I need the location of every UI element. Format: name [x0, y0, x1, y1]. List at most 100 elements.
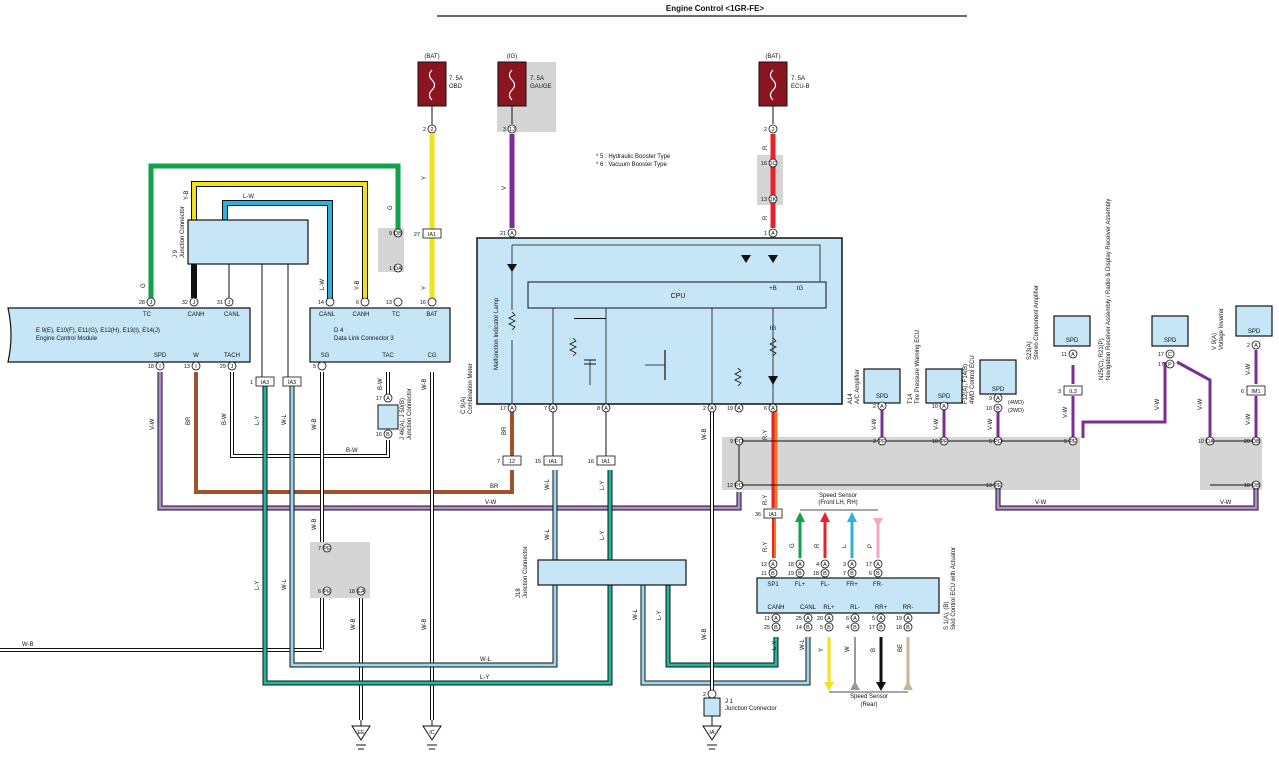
- pin-letter: A: [853, 616, 857, 622]
- pin-number: 1: [764, 231, 767, 237]
- svg-text:A14: A14: [848, 393, 854, 404]
- pin-letter: A: [996, 396, 1000, 402]
- svg-text:(BAT): (BAT): [765, 54, 780, 60]
- pin-number: 20: [817, 616, 823, 622]
- pin-marker: [877, 436, 887, 446]
- pin-letter: B: [774, 625, 778, 631]
- svg-text:TC: TC: [392, 312, 401, 318]
- pin-number: 7: [318, 546, 321, 552]
- inline-connector-label: 12: [509, 459, 515, 465]
- inline-connector-number: 15: [535, 459, 541, 465]
- pin-letter: A: [604, 406, 608, 412]
- svg-text:GAUGE: GAUGE: [530, 84, 552, 90]
- wires: [0, 106, 1259, 720]
- pin-letter: DB: [1252, 483, 1260, 489]
- pin-marker: [1068, 436, 1078, 446]
- pin-marker: [507, 228, 517, 238]
- svg-text:W-L: W-L: [282, 413, 288, 425]
- pin-letter: A: [806, 616, 810, 622]
- pin-marker: [847, 559, 857, 569]
- svg-text:V-W: V-W: [1246, 413, 1252, 425]
- svg-text:L-Y: L-Y: [657, 611, 663, 620]
- pin-marker: [1165, 359, 1175, 369]
- svg-text:FR+: FR+: [846, 582, 858, 588]
- inline-connector-box: [763, 508, 783, 519]
- inline-connector-number: 3: [1058, 389, 1061, 395]
- pin-number: 2: [764, 127, 767, 133]
- pin-marker: [903, 613, 913, 623]
- svg-text:V-W: V-W: [1035, 500, 1047, 506]
- svg-text:Y: Y: [422, 286, 428, 290]
- svg-text:W-B: W-B: [422, 378, 428, 390]
- pin-letter: DB: [394, 231, 402, 237]
- pin-letter: B: [853, 625, 857, 631]
- fuse-gauge: (IG) 7. 5A GAUGE: [497, 54, 552, 107]
- svg-text:RL+: RL+: [823, 605, 835, 611]
- svg-text:W-B: W-B: [422, 618, 428, 630]
- svg-text:Junction Connector: Junction Connector: [523, 546, 529, 598]
- pin-number: 11: [1061, 352, 1067, 358]
- pin-marker: [191, 361, 201, 371]
- wire-y-label: Y: [819, 648, 825, 652]
- svg-text:RR-: RR-: [903, 605, 914, 611]
- pin-marker: [993, 436, 1003, 446]
- svg-text:IG: IG: [797, 286, 804, 292]
- inline-connector-box: [543, 455, 563, 466]
- pin-number: 20: [1244, 439, 1250, 445]
- wire-r-label: R: [815, 543, 821, 548]
- svg-text:SPD: SPD: [938, 394, 951, 400]
- pin-number: 9: [989, 396, 992, 402]
- pin-letter: 1J: [509, 127, 515, 133]
- svg-text:(IG): (IG): [507, 54, 517, 60]
- pin-marker: [820, 568, 830, 578]
- svg-text:(BAT): (BAT): [424, 54, 439, 60]
- pin-letter: A: [850, 562, 854, 568]
- fuse-icon: [758, 61, 788, 107]
- pin-letter: J: [228, 300, 231, 306]
- svg-text:R-Y: R-Y: [763, 495, 769, 505]
- pin-letter: A: [880, 404, 884, 410]
- pin-number: 14: [796, 625, 802, 631]
- pin-letter: PE: [1069, 439, 1077, 445]
- inline-connector-label: IA1: [549, 459, 557, 465]
- svg-text:W-L: W-L: [633, 608, 639, 620]
- svg-text:CANL: CANL: [800, 605, 817, 611]
- pin-marker: [707, 689, 717, 699]
- svg-text:CANL: CANL: [319, 312, 336, 318]
- svg-text:EE: EE: [357, 730, 365, 736]
- wire-b-label: B: [871, 648, 877, 652]
- svg-text:SPD: SPD: [992, 387, 1005, 393]
- pin-number: 13: [761, 197, 767, 203]
- pin-number: 12: [727, 483, 733, 489]
- pin-letter: B: [386, 432, 390, 438]
- pin-marker: [1251, 480, 1261, 490]
- svg-text:V 9(A): V 9(A): [1212, 333, 1218, 350]
- pin-number: 6: [764, 406, 767, 412]
- svg-text:BR: BR: [186, 416, 192, 425]
- pin-number: 10: [932, 439, 938, 445]
- note-2: * 6 : Vacuum Booster Type: [596, 162, 667, 168]
- svg-text:CANH: CANH: [352, 312, 369, 318]
- pin-marker: [383, 393, 393, 403]
- svg-text:SPD: SPD: [1164, 338, 1177, 344]
- skid-control-ecu: S 1(A), (B) Skid Control ECU with Actuat…: [756, 547, 957, 630]
- pin-number: 16: [420, 300, 426, 306]
- inline-connector-label: IL3: [1069, 389, 1077, 395]
- pin-marker: [993, 403, 1003, 413]
- ground-ee: EE: [351, 720, 371, 750]
- junction-j18: J18 Junction Connector: [516, 546, 687, 598]
- svg-text:E 9(E), E10(F), E11(G), E12(H): E 9(E), E10(F), E11(G), E12(H), E13(I), …: [36, 328, 160, 334]
- pin-number: 3: [843, 562, 846, 568]
- svg-text:W-B: W-B: [702, 428, 708, 440]
- svg-text:A/C Amplifier: A/C Amplifier: [855, 369, 861, 404]
- pin-number: 17: [1158, 362, 1164, 368]
- pin-number: 7: [843, 571, 846, 577]
- pin-marker: [803, 622, 813, 632]
- pin-number: 5: [989, 439, 992, 445]
- svg-text:Junction Connector: Junction Connector: [407, 388, 413, 440]
- pin-marker: [356, 586, 366, 596]
- svg-text:FL-: FL-: [821, 582, 830, 588]
- svg-text:J 1: J 1: [725, 699, 734, 705]
- inline-connector-box: [1246, 385, 1266, 396]
- pin-number: 11: [764, 616, 770, 622]
